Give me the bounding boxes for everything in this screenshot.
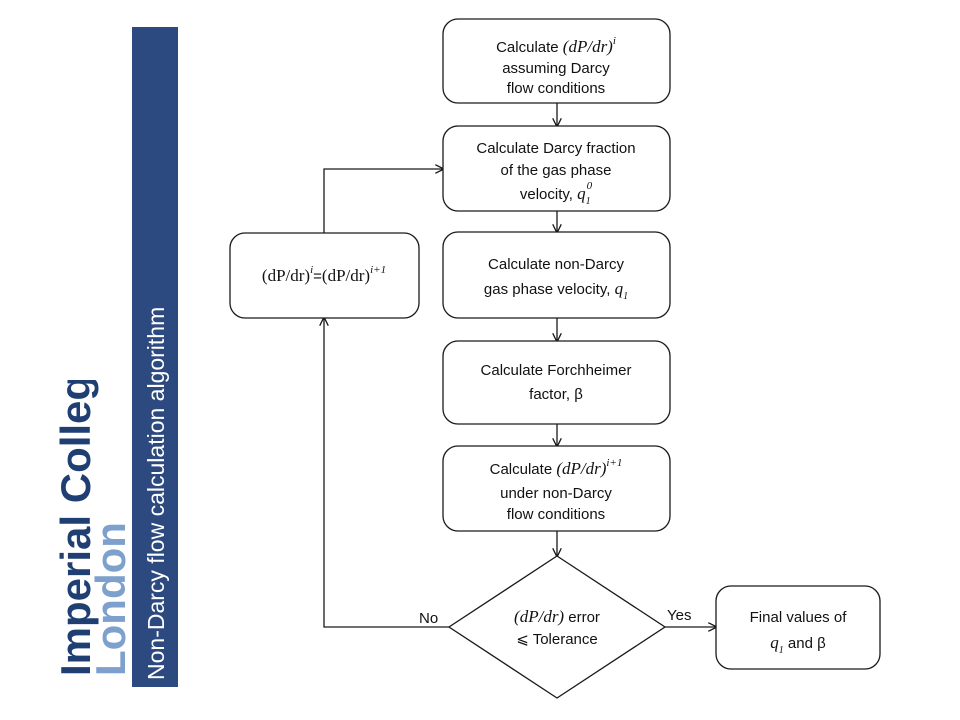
imperial-college-logo: Imperial College London (52, 380, 127, 676)
svg-text:gas phase velocity, q1: gas phase velocity, q1 (484, 279, 628, 302)
step-5-text-prefix: Calculate (490, 461, 557, 478)
step-1-superscript: i (613, 35, 616, 47)
update-rhs: (dP/dr) (322, 266, 370, 285)
final-q-symbol: q (770, 633, 779, 652)
step-5-superscript: i+1 (606, 457, 622, 469)
svg-text:Calculate (dP/dr)i+1: Calculate (dP/dr)i+1 (490, 457, 623, 478)
step-5-box: Calculate (dP/dr)i+1 under non-Darcy flo… (442, 445, 671, 532)
title-bar: Non-Darcy flow calculation algorithm (132, 27, 178, 687)
arrow-no-to-update (324, 318, 449, 628)
step-5-line-3: flow conditions (507, 506, 605, 523)
decision-line-1-suffix: error (564, 609, 600, 626)
label-no: No (419, 610, 438, 627)
final-line-1: Final values of (750, 609, 848, 626)
decision-math: (dP/dr) (514, 607, 564, 626)
step-3-q-subscript: 1 (623, 291, 628, 302)
step-5-line-2: under non-Darcy (500, 485, 612, 502)
step-3-q-symbol: q (615, 279, 624, 298)
decision-line-2: ⩽ Tolerance (516, 631, 598, 648)
step-2-q-superscript: 0 (587, 180, 593, 192)
update-box: (dP/dr)i=(dP/dr)i+1 (229, 232, 420, 319)
step-3-box: Calculate non-Darcy gas phase velocity, … (442, 231, 671, 319)
step-3-line-2-prefix: gas phase velocity, (484, 281, 615, 298)
update-lhs-superscript: i (310, 264, 313, 276)
arrow-update-to-step2 (323, 169, 443, 233)
svg-text:Calculate (dP/dr)i: Calculate (dP/dr)i (496, 35, 616, 56)
step-4-line-2: factor, β (529, 386, 583, 403)
step-2-line-2: of the gas phase (501, 162, 612, 179)
step-1-math: (dP/dr) (563, 37, 613, 56)
step-2-line-3-prefix: velocity, (520, 186, 577, 203)
update-rhs-superscript: i+1 (370, 264, 386, 276)
step-5-math: (dP/dr) (556, 459, 606, 478)
step-1-text-prefix: Calculate (496, 39, 563, 56)
final-q-subscript: 1 (779, 645, 784, 656)
step-3-line-1: Calculate non-Darcy (488, 256, 624, 273)
svg-text:velocity, q10: velocity, q1 0 (520, 180, 593, 207)
final-box: Final values of q1 and β (715, 585, 881, 670)
step-1-box: Calculate (dP/dr)i assuming Darcy flow c… (442, 18, 671, 104)
logo-line-london: London (87, 522, 127, 676)
svg-text:q1 and β: q1 and β (770, 633, 826, 656)
step-1-line-2: assuming Darcy (502, 60, 610, 77)
svg-text:(dP/dr) error: (dP/dr) error (514, 607, 600, 626)
step-4-box: Calculate Forchheimer factor, β (442, 340, 671, 425)
step-2-q-subscript: 1 (586, 196, 591, 207)
step-1-line-3: flow conditions (507, 80, 605, 97)
update-equals: = (313, 268, 322, 285)
decision-diamond: (dP/dr) error ⩽ Tolerance (447, 555, 667, 699)
slide-title: Non-Darcy flow calculation algorithm (143, 307, 169, 680)
step-4-line-1: Calculate Forchheimer (481, 362, 632, 379)
logo-line-imperial-college: Imperial College (52, 380, 99, 676)
step-2-box: Calculate Darcy fraction of the gas phas… (442, 125, 671, 212)
svg-text:(dP/dr)i=(dP/dr)i+1: (dP/dr)i=(dP/dr)i+1 (262, 264, 386, 285)
update-lhs: (dP/dr) (262, 266, 310, 285)
step-2-q-symbol: q (577, 184, 586, 203)
step-2-line-1: Calculate Darcy fraction (476, 140, 635, 157)
label-yes: Yes (667, 607, 691, 624)
final-line-2-suffix: and β (784, 635, 826, 652)
